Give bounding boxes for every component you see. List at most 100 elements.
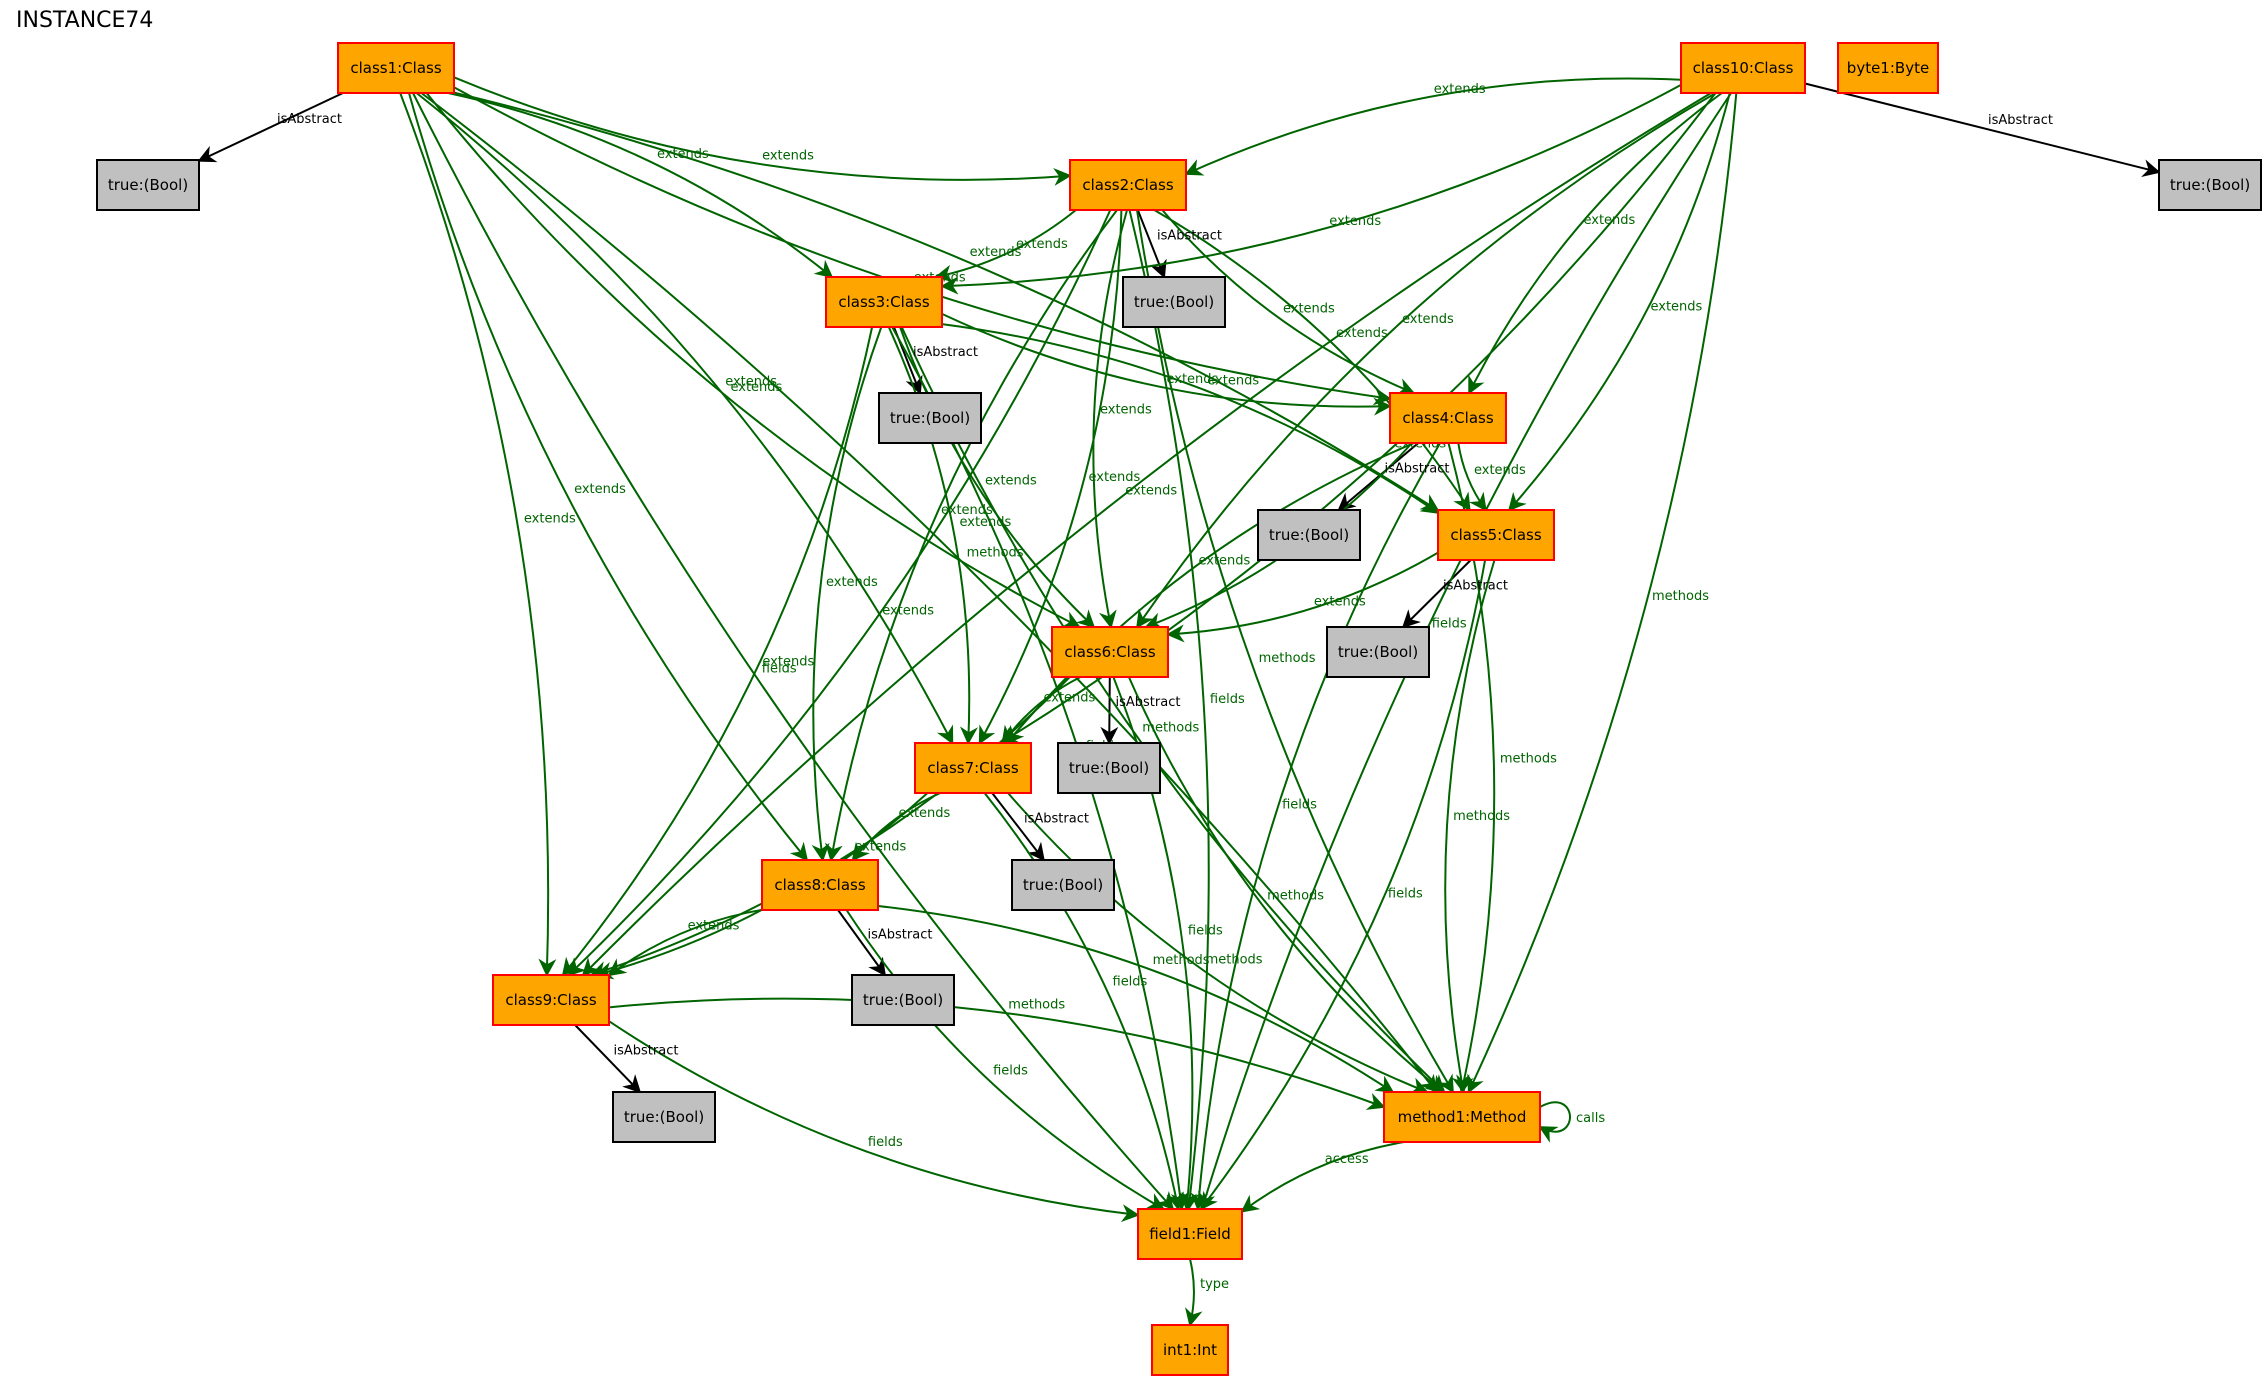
edge-class5-method1 — [1444, 559, 1496, 1094]
edge-label: extends — [1336, 326, 1388, 341]
edge-class1-class7 — [415, 92, 954, 745]
node-b3[interactable]: true:(Bool) — [878, 392, 982, 444]
edge-line — [887, 326, 978, 745]
node-b10[interactable]: true:(Bool) — [2158, 159, 2262, 211]
node-class3[interactable]: class3:Class — [825, 276, 943, 328]
node-class5[interactable]: class5:Class — [1437, 509, 1555, 561]
edge-label: extends — [1199, 554, 1251, 569]
edge-line — [934, 209, 1077, 283]
node-class10[interactable]: class10:Class — [1680, 42, 1806, 94]
node-label: true:(Bool) — [108, 176, 188, 194]
edge-line — [1467, 92, 1738, 1094]
node-class2[interactable]: class2:Class — [1069, 159, 1187, 211]
node-label: class5:Class — [1450, 526, 1541, 544]
node-box — [1011, 859, 1115, 911]
edge-class5-field1 — [1199, 559, 1487, 1211]
node-box — [96, 159, 200, 211]
edge-class3-class9 — [561, 326, 874, 977]
edge-label: isAbstract — [614, 1044, 679, 1059]
node-box — [914, 742, 1032, 794]
edge-class6-b6 — [1100, 676, 1119, 745]
edge-class2-class4 — [1161, 209, 1416, 396]
edge-line — [412, 92, 1175, 1211]
node-field1[interactable]: field1:Field — [1137, 1208, 1243, 1260]
edge-line — [1508, 92, 1731, 512]
edge-line — [1136, 92, 1717, 629]
node-box — [1383, 1091, 1541, 1143]
edge-class10-class2 — [1184, 77, 1682, 176]
node-box — [337, 42, 455, 94]
node-box — [1057, 742, 1161, 794]
edge-label: fields — [1282, 797, 1317, 812]
node-class1[interactable]: class1:Class — [337, 42, 455, 94]
node-label: class2:Class — [1082, 176, 1173, 194]
edge-class2-class3 — [934, 209, 1077, 283]
node-label: class6:Class — [1064, 643, 1155, 661]
edge-class3-class5 — [941, 323, 1440, 514]
edge-label: isAbstract — [1443, 579, 1508, 594]
edge-label: extends — [1402, 312, 1454, 327]
edge-label: fields — [868, 1135, 903, 1150]
node-label: method1:Method — [1398, 1108, 1527, 1126]
edge-line — [1128, 209, 1210, 1211]
edge-label: fields — [1113, 974, 1148, 989]
edge-line — [877, 905, 1395, 1093]
node-class9[interactable]: class9:Class — [492, 974, 610, 1026]
edge-line — [1401, 559, 1472, 629]
node-byte1[interactable]: byte1:Byte — [1837, 42, 1939, 94]
node-box — [2158, 159, 2262, 211]
node-box — [492, 974, 610, 1026]
edge-label: extends — [1651, 300, 1703, 315]
edge-class10-method1 — [1467, 92, 1738, 1094]
edge-line — [197, 92, 344, 163]
node-b6[interactable]: true:(Bool) — [1057, 742, 1161, 794]
edge-field1-int1 — [1185, 1258, 1203, 1327]
edge-class7-field1 — [983, 792, 1184, 1211]
node-class7[interactable]: class7:Class — [914, 742, 1032, 794]
node-class8[interactable]: class8:Class — [761, 859, 879, 911]
edge-class9-method1 — [608, 997, 1386, 1110]
edge-class9-b9 — [574, 1024, 642, 1094]
edge-line — [1153, 209, 1471, 512]
edge-line — [420, 92, 1438, 1094]
edge-line — [1457, 442, 1487, 512]
edge-label: methods — [1142, 721, 1199, 736]
edge-class1-class8 — [408, 92, 809, 862]
node-b5[interactable]: true:(Bool) — [1326, 626, 1430, 678]
node-b9[interactable]: true:(Bool) — [612, 1091, 716, 1143]
edge-label: extends — [725, 374, 777, 389]
edge-label: extends — [1314, 595, 1366, 610]
edge-line — [408, 92, 809, 862]
edge-label: extends — [960, 515, 1012, 530]
edge-class2-class5 — [1153, 209, 1471, 512]
node-class6[interactable]: class6:Class — [1051, 626, 1169, 678]
edge-label: fields — [993, 1064, 1028, 1079]
node-box — [825, 276, 943, 328]
node-b1[interactable]: true:(Bool) — [96, 159, 200, 211]
edge-class8-class9 — [607, 908, 763, 977]
edge-label: extends — [1089, 470, 1141, 485]
edge-label: extends — [657, 147, 709, 162]
edge-class2-method1 — [1136, 209, 1454, 1094]
node-label: class9:Class — [505, 991, 596, 1009]
edge-line — [825, 209, 1118, 862]
node-label: true:(Bool) — [1134, 293, 1214, 311]
node-b2[interactable]: true:(Bool) — [1122, 276, 1226, 328]
edge-label: extends — [762, 149, 814, 164]
node-b7[interactable]: true:(Bool) — [1011, 859, 1115, 911]
node-b8[interactable]: true:(Bool) — [851, 974, 955, 1026]
edge-label: type — [1200, 1277, 1229, 1292]
node-b4[interactable]: true:(Bool) — [1257, 509, 1361, 561]
node-label: true:(Bool) — [1069, 759, 1149, 777]
edge-class3-class8 — [811, 326, 883, 862]
edge-label: methods — [1267, 888, 1324, 903]
node-method1[interactable]: method1:Method — [1383, 1091, 1541, 1143]
node-label: byte1:Byte — [1847, 59, 1929, 77]
node-box — [1389, 392, 1507, 444]
node-int1[interactable]: int1:Int — [1151, 1324, 1229, 1376]
node-label: class4:Class — [1402, 409, 1493, 427]
edge-line — [607, 908, 763, 977]
node-label: true:(Bool) — [1023, 876, 1103, 894]
edge-line — [1185, 1258, 1203, 1327]
node-class4[interactable]: class4:Class — [1389, 392, 1507, 444]
